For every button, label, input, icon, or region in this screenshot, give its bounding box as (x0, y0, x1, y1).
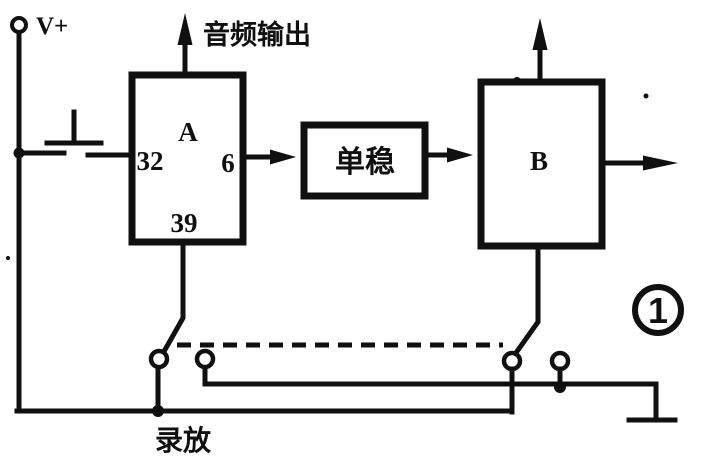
record-play-label: 录放 (155, 424, 212, 456)
junction-dot (152, 405, 164, 417)
right-arrow-icon (643, 155, 678, 171)
left-switch-contact-2 (194, 348, 216, 370)
pin-6-label: 6 (221, 148, 235, 178)
figure-number-badge: 1 (632, 284, 684, 336)
monostable-box (300, 121, 429, 200)
output-arrow (599, 155, 678, 171)
scan-speck (6, 256, 10, 260)
up-arrow-icon (532, 18, 548, 50)
tape-head-symbol (16, 109, 134, 158)
pin-32-label: 32 (137, 146, 164, 176)
audio-output-arrow (177, 13, 193, 78)
power-rail-and-bottom-bus (14, 30, 515, 414)
power-terminal-circle (10, 16, 28, 34)
block-a-box (128, 71, 247, 246)
right-arrow-icon (447, 147, 473, 163)
left-switch-contact-1 (148, 348, 170, 370)
right-switch-arm (509, 243, 541, 361)
solder-dot (513, 77, 521, 85)
b-top-arrow (532, 18, 548, 86)
scan-speck (643, 93, 649, 99)
audio-output-label: 音频输出 (203, 19, 311, 50)
block-b-label: B (530, 146, 548, 176)
monostable-label: 单稳 (335, 146, 395, 179)
contact2-link-wire (202, 365, 659, 421)
block-a-label: A (178, 117, 198, 147)
power-label: V+ (36, 13, 68, 40)
up-arrow-icon (177, 13, 193, 45)
right-arrow-icon (270, 149, 296, 165)
left-switch-arm (158, 239, 186, 359)
pin-39-label: 39 (171, 208, 198, 238)
figure-number-label: 1 (648, 290, 668, 331)
figure-number-circle (632, 284, 684, 336)
